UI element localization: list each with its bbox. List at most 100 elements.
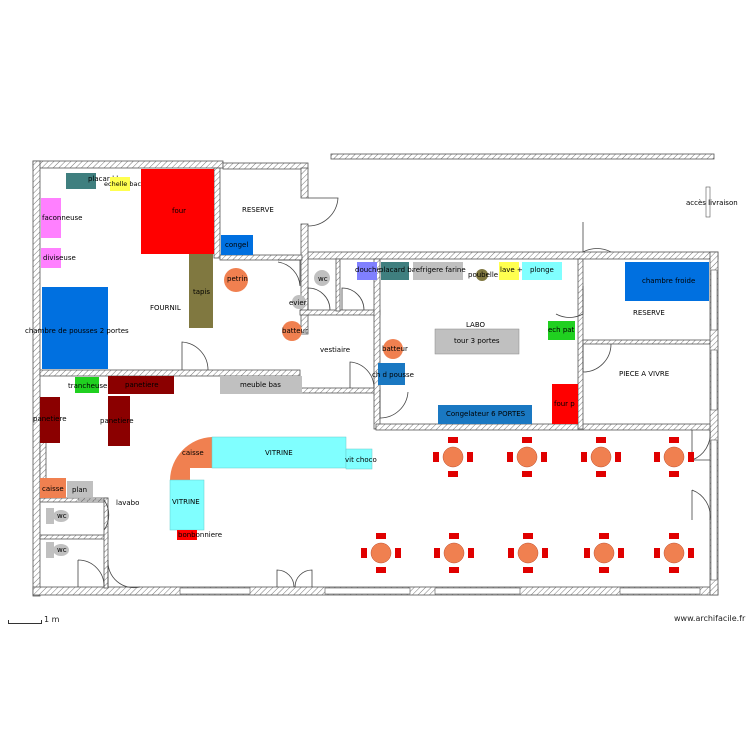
batteur-block-1 xyxy=(282,321,302,341)
acces-livraison-label: accès livraison xyxy=(686,199,738,207)
chair xyxy=(669,471,679,477)
four-block xyxy=(141,169,214,254)
chair xyxy=(522,437,532,443)
chambre-pousses-block xyxy=(42,287,108,369)
wc-block-1 xyxy=(314,270,330,286)
vitrine-label-1: VITRINE xyxy=(265,449,293,457)
table-with-chairs-icon xyxy=(433,437,473,477)
evier-label: evier xyxy=(289,299,307,307)
door-swing-icon xyxy=(77,186,711,589)
tapis-label: tapis xyxy=(193,288,210,296)
ch-pousse-label: ch d pousse xyxy=(372,371,414,379)
panetiere-label-2: panetiere xyxy=(33,415,67,423)
panetiere-block-3 xyxy=(108,396,130,446)
piece-a-vivre-label: PIECE A VIVRE xyxy=(619,370,669,378)
chair xyxy=(581,452,587,462)
chair xyxy=(449,567,459,573)
ech-pat-block xyxy=(548,321,575,340)
chair xyxy=(468,548,474,558)
panetiere-label-3: panetiere xyxy=(100,417,134,425)
table xyxy=(443,542,465,564)
lave-block xyxy=(499,262,519,280)
placard-bas-label-2: placard bas xyxy=(379,266,420,274)
congelateur-label: Congelateur 6 PORTES xyxy=(446,410,526,418)
tapis-block xyxy=(189,254,213,328)
chair xyxy=(669,533,679,539)
four-pat-block xyxy=(552,384,578,424)
table-with-chairs-icon xyxy=(581,437,621,477)
chair xyxy=(688,548,694,558)
chair xyxy=(584,548,590,558)
table-with-chairs-icon xyxy=(434,533,474,573)
chair xyxy=(395,548,401,558)
placard-bas-block-2 xyxy=(381,262,409,280)
table xyxy=(517,542,539,564)
faconneuse-block xyxy=(41,198,61,238)
chair xyxy=(523,533,533,539)
tour-label: tour 3 portes xyxy=(454,337,500,345)
meuble-bas-block xyxy=(220,376,302,394)
chair xyxy=(669,437,679,443)
refrigere-farine-block xyxy=(413,262,463,280)
douche-block xyxy=(357,262,377,280)
table-with-chairs-icon xyxy=(654,437,694,477)
chair xyxy=(523,567,533,573)
windows xyxy=(179,269,718,595)
ech-pat-label: ech pat xyxy=(548,326,575,334)
chair xyxy=(434,548,440,558)
chair xyxy=(507,452,513,462)
scale-bar xyxy=(8,620,42,624)
chambre-froide-block xyxy=(625,262,709,301)
panetiere-label-1: panetiere xyxy=(125,381,159,389)
fournil-room-label: FOURNIL xyxy=(150,304,181,312)
bonbonniere-label: bonbonniere xyxy=(178,531,222,539)
reserve-label-2: RESERVE xyxy=(633,309,665,317)
chair xyxy=(522,471,532,477)
caisse-block-2 xyxy=(40,478,66,498)
table-with-chairs-icon xyxy=(508,533,548,573)
douche-label: douche xyxy=(355,266,381,274)
poubelle-block xyxy=(476,269,488,281)
chair xyxy=(596,437,606,443)
table xyxy=(516,446,538,468)
panetiere-block-2 xyxy=(40,397,60,443)
lave-label: lave + xyxy=(500,266,523,274)
caisse-label-2: caisse xyxy=(42,485,64,493)
evier-block xyxy=(292,295,306,309)
caisse-corner-block xyxy=(170,437,212,480)
chambre-pousses-label: chambre de pousses 2 portes xyxy=(25,327,129,335)
table-with-chairs-icon xyxy=(584,533,624,573)
dining-tables xyxy=(361,437,694,573)
chair xyxy=(688,452,694,462)
chair xyxy=(376,533,386,539)
table-with-chairs-icon xyxy=(654,533,694,573)
table-with-chairs-icon xyxy=(361,533,401,573)
tour-block xyxy=(434,328,520,355)
chair xyxy=(508,548,514,558)
four-label: four xyxy=(172,207,186,215)
chair xyxy=(596,471,606,477)
refrigere-farine-label: refrigere farine xyxy=(413,266,466,274)
chair xyxy=(541,452,547,462)
congel-block xyxy=(221,235,253,255)
table xyxy=(590,446,612,468)
meuble-bas-label: meuble bas xyxy=(240,381,281,389)
wc-label-1: wc xyxy=(318,275,328,283)
chambre-froide-label: chambre froide xyxy=(642,277,695,285)
trancheuse-label: trancheuse xyxy=(68,382,107,390)
chair xyxy=(361,548,367,558)
petrin-block xyxy=(224,268,248,292)
congelateur-block xyxy=(438,405,532,424)
vit-choco-label: vit choco xyxy=(345,456,377,464)
ch-pousse-block xyxy=(378,363,405,385)
placard-bas-label: placard bas xyxy=(88,175,129,183)
vitrine-block-1 xyxy=(211,436,347,469)
chair xyxy=(654,548,660,558)
chair xyxy=(618,548,624,558)
chair xyxy=(449,533,459,539)
chair xyxy=(599,567,609,573)
diviseuse-label: diviseuse xyxy=(43,254,76,262)
toilet-icon xyxy=(46,508,69,524)
chair xyxy=(599,533,609,539)
vitrine-label-2: VITRINE xyxy=(172,498,200,506)
